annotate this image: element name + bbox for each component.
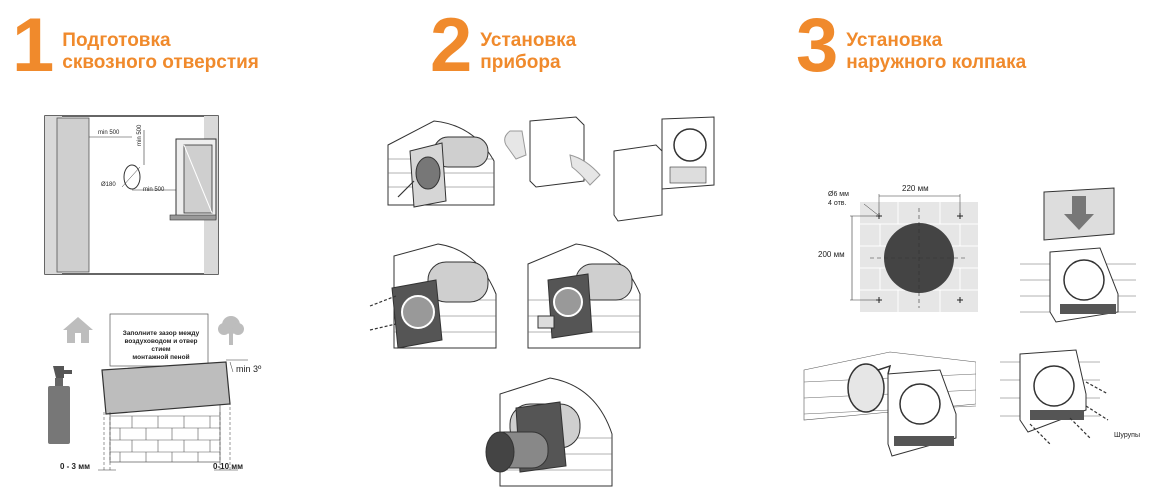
step-2-heading: 2 Установка прибора	[430, 8, 576, 84]
step2-panel-and-base	[613, 116, 715, 222]
step2-fix-base-screws	[369, 243, 497, 349]
dim-min500-bottom: min 500	[143, 187, 165, 193]
foam-note: Заполните зазор между воздуховодом и отв…	[122, 330, 200, 361]
step2-front-panel-remove	[504, 116, 601, 188]
step-3-heading: 3 Установка наружного колпака	[796, 8, 1026, 84]
step-title: Подготовка сквозного отверстия	[62, 30, 259, 73]
step-number: 3	[796, 3, 838, 88]
screws-label: Шурупы	[1114, 432, 1140, 439]
wall-plan-drawing	[44, 115, 219, 275]
step2-connect-wiring	[527, 243, 641, 349]
gap-right-label: 0-10 мм	[213, 462, 244, 471]
tree-icon	[218, 316, 244, 345]
step-number: 2	[430, 3, 472, 88]
wall-section-drawing	[98, 313, 248, 472]
hood-attach-to-duct	[803, 351, 976, 457]
dim-diameter: Ø180	[101, 182, 116, 188]
dim-min500-side: min 500	[137, 124, 143, 146]
step-title: Установка наружного колпака	[846, 30, 1027, 73]
dim-min500-top: min 500	[98, 130, 120, 136]
gap-left-label: 0 - 3 мм	[60, 462, 91, 471]
step2-insert-duct	[485, 377, 613, 487]
house-icon	[63, 317, 93, 343]
foam-spray-icon	[48, 366, 72, 444]
min-angle-label: min 3º	[236, 364, 262, 374]
step-1-heading: 1 Подготовка сквозного отверстия	[12, 8, 259, 84]
hole-diameter-label: Ø6 мм	[828, 191, 849, 198]
width-dim-label: 220 мм	[902, 184, 929, 193]
mounting-template-drawing	[850, 194, 978, 312]
hole-count-label: 4 отв.	[828, 200, 847, 207]
hood-fix-screws	[1000, 346, 1109, 445]
duct-hole	[123, 164, 141, 190]
step2-wall-duct-plate	[387, 120, 495, 208]
step-number: 1	[12, 3, 54, 88]
step-title: Установка прибора	[480, 30, 577, 73]
height-dim-label: 200 мм	[818, 250, 845, 259]
hood-slide-down	[1020, 187, 1136, 330]
